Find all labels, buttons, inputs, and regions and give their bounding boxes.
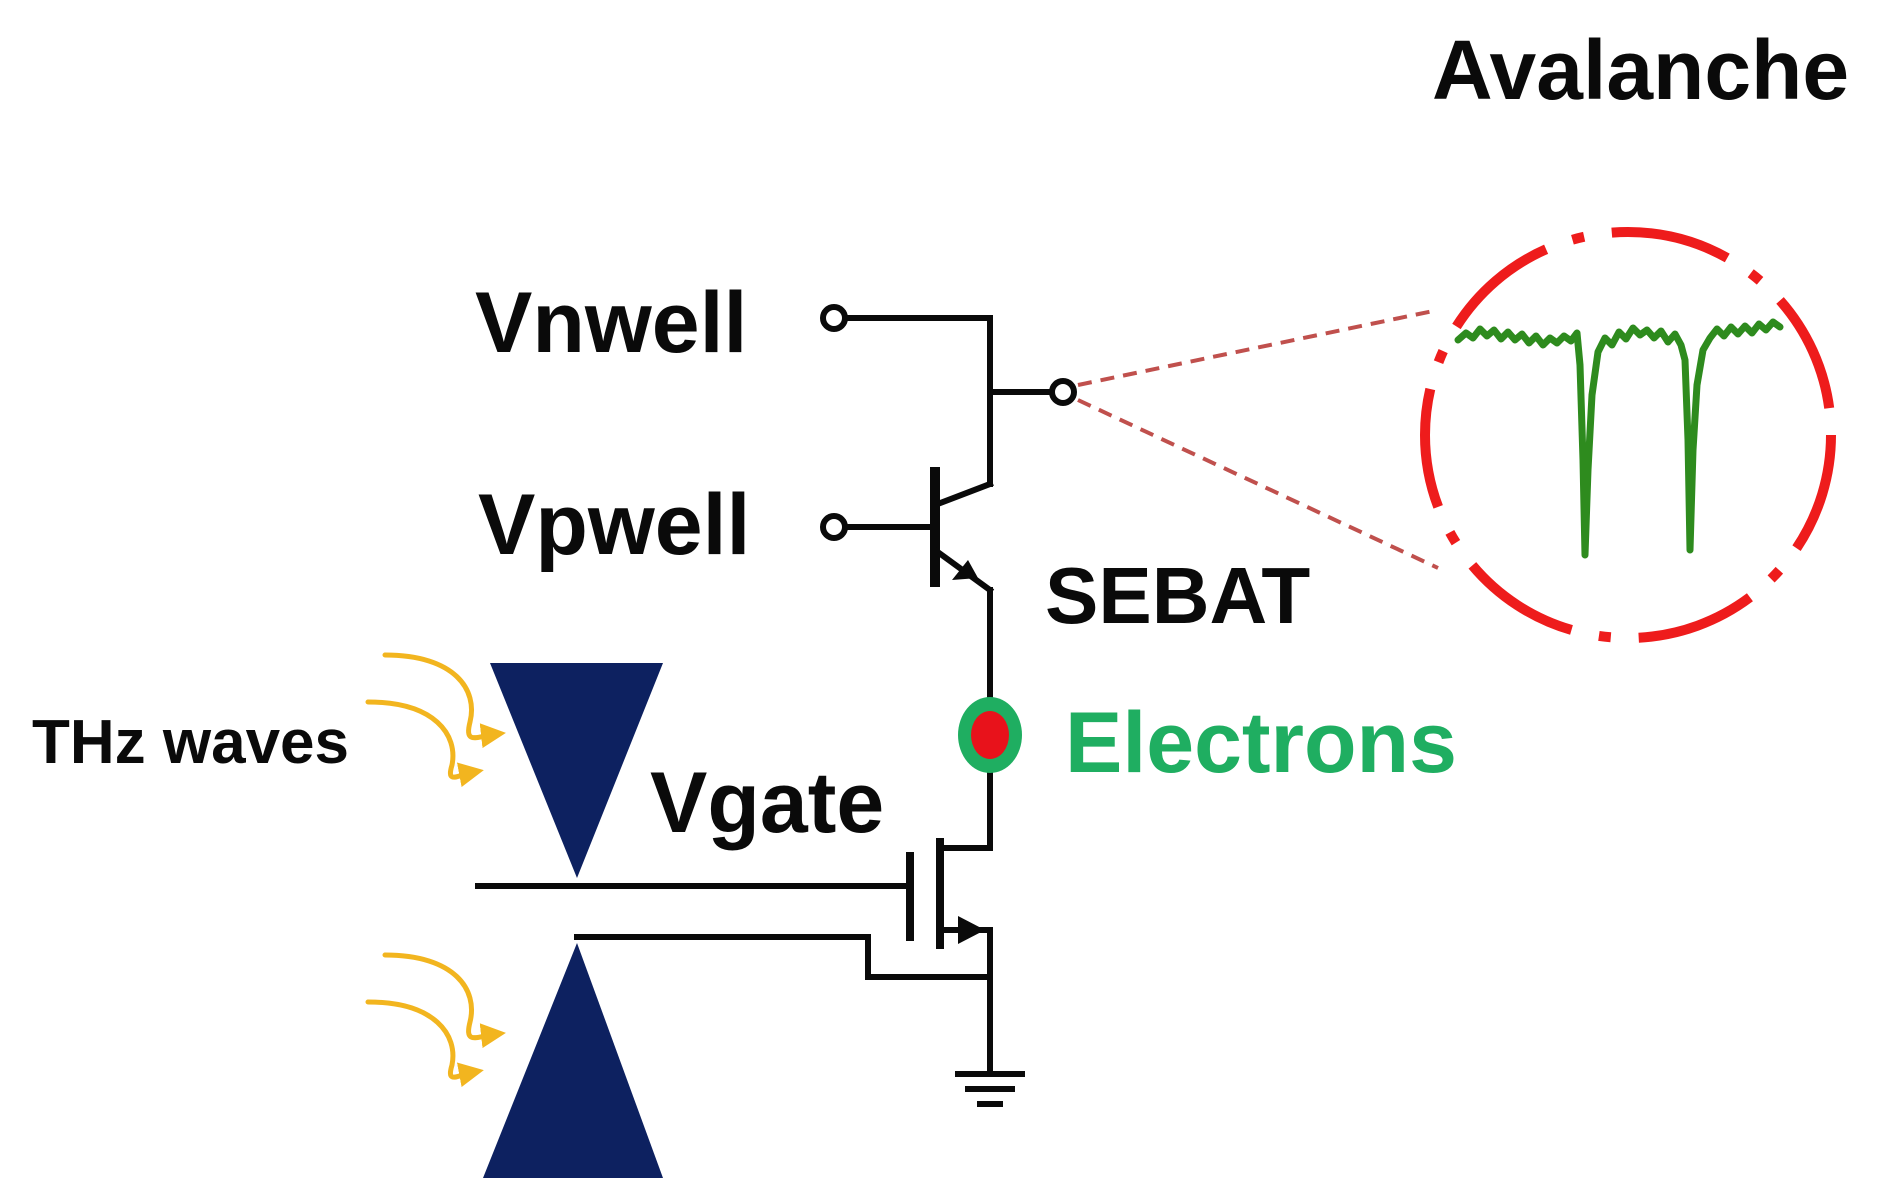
zoom-projection-lines xyxy=(1077,308,1439,570)
thz-wave-arrows xyxy=(365,652,506,1088)
antenna-lower-triangle xyxy=(483,943,663,1178)
electron-core xyxy=(971,711,1009,759)
thz-wave-arrow-icon xyxy=(382,652,506,749)
electrons-label: Electrons xyxy=(1065,695,1457,791)
antenna-upper-triangle xyxy=(490,663,663,878)
thz-wave-arrow-icon xyxy=(365,699,484,788)
electrons-marker xyxy=(958,697,1022,773)
vgate-label: Vgate xyxy=(650,755,885,851)
antenna-feed-wire xyxy=(574,934,993,980)
terminal-node-icon xyxy=(820,304,848,332)
terminal-node-icon xyxy=(1049,378,1077,406)
circuit-wires xyxy=(475,315,1059,1073)
mosfet-icon xyxy=(906,838,985,949)
mosfet-source-arrow xyxy=(958,916,985,944)
avalanche-trace xyxy=(1454,318,1784,559)
thz-wave-arrow-icon xyxy=(382,952,506,1049)
sebat-label: SEBAT xyxy=(1045,551,1311,640)
bipolar-transistor-icon xyxy=(930,467,995,595)
thz-wave-arrow-icon xyxy=(365,999,484,1088)
terminal-nodes xyxy=(820,304,1077,541)
bowtie-antenna xyxy=(483,663,663,1178)
terminal-node-icon xyxy=(820,513,848,541)
ground-symbol-icon xyxy=(955,1071,1025,1107)
vnwell-label: Vnwell xyxy=(475,275,748,371)
npn-emitter-arrow xyxy=(952,560,978,580)
avalanche-label: Avalanche xyxy=(1432,23,1850,117)
avalanche-pulse-trace xyxy=(1454,318,1784,559)
source-wire xyxy=(937,927,993,1073)
thz-waves-label: THz waves xyxy=(32,708,350,777)
vpwell-label: Vpwell xyxy=(478,477,751,573)
drain-wire xyxy=(937,762,993,881)
npn-collector xyxy=(931,480,994,509)
zoom-circle xyxy=(1420,227,1836,643)
vnwell-wire xyxy=(837,315,993,487)
